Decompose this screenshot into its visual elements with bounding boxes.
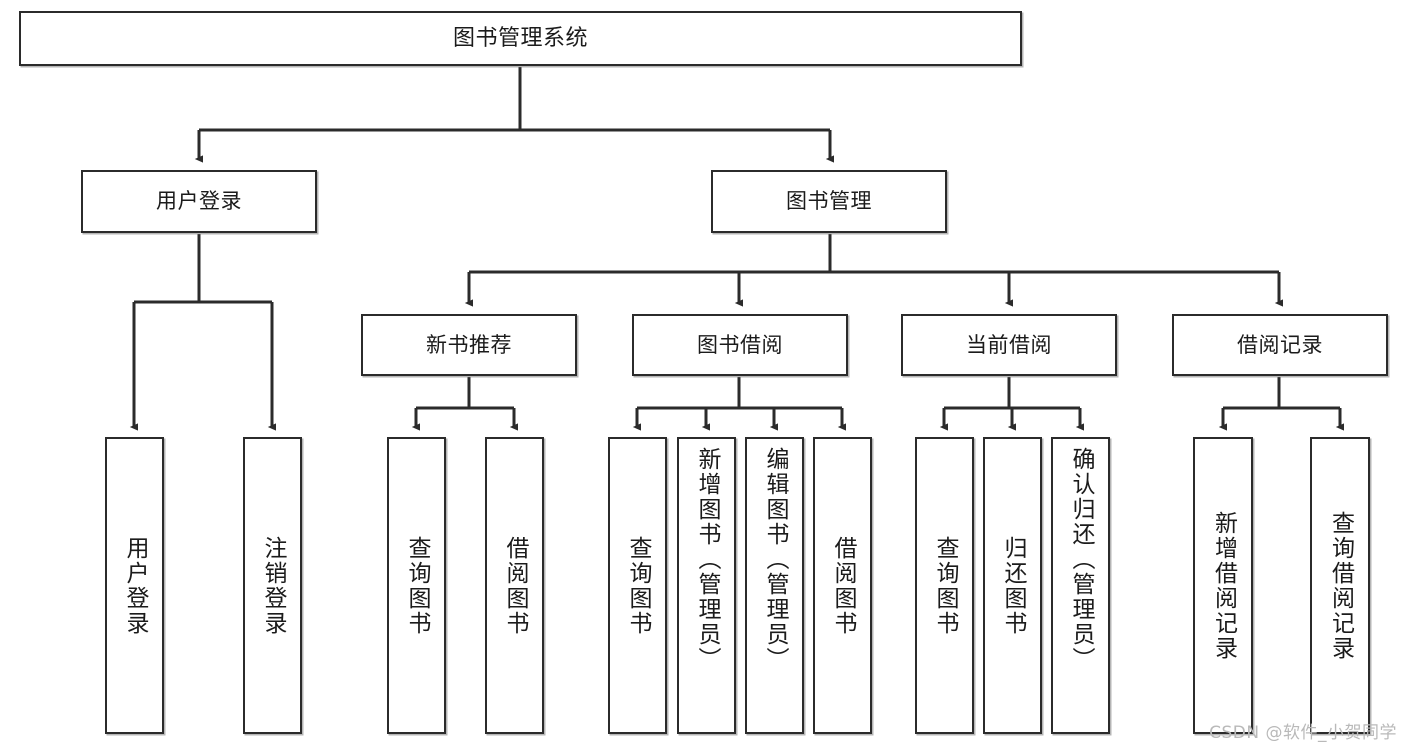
node-user-login-label: 用户登录	[156, 189, 242, 214]
leaf-edit-book[interactable]: 编辑图书（管理员）	[745, 437, 804, 734]
node-book-manage[interactable]: 图书管理	[711, 170, 947, 233]
leaf-user-login[interactable]: 用户登录	[105, 437, 164, 734]
node-book-borrow[interactable]: 图书借阅	[632, 314, 848, 376]
leaf-query-record-label: 查询借阅记录	[1327, 510, 1354, 661]
leaf-borrow-book-1[interactable]: 借阅图书	[485, 437, 544, 734]
leaf-confirm-return[interactable]: 确认归还（管理员）	[1051, 437, 1110, 734]
leaf-add-book[interactable]: 新增图书（管理员）	[677, 437, 736, 734]
leaf-add-record[interactable]: 新增借阅记录	[1193, 437, 1253, 734]
leaf-confirm-return-label: 确认归还（管理员）	[1068, 447, 1094, 672]
leaf-logout-login-label: 注销登录	[260, 535, 286, 636]
node-book-borrow-label: 图书借阅	[697, 332, 783, 357]
node-current-borrow[interactable]: 当前借阅	[901, 314, 1117, 376]
leaf-add-book-label: 新增图书（管理员）	[694, 447, 720, 672]
node-new-book-recommend-label: 新书推荐	[426, 332, 512, 357]
leaf-return-book-label: 归还图书	[1000, 535, 1026, 636]
leaf-return-book[interactable]: 归还图书	[983, 437, 1042, 734]
node-root[interactable]: 图书管理系统	[19, 11, 1022, 66]
leaf-query-record[interactable]: 查询借阅记录	[1310, 437, 1370, 734]
node-current-borrow-label: 当前借阅	[966, 332, 1052, 357]
leaf-query-book-2[interactable]: 查询图书	[608, 437, 667, 734]
node-borrow-record[interactable]: 借阅记录	[1172, 314, 1388, 376]
leaf-borrow-book-2-label: 借阅图书	[830, 535, 856, 636]
node-user-login[interactable]: 用户登录	[81, 170, 317, 233]
node-borrow-record-label: 借阅记录	[1237, 332, 1323, 357]
leaf-query-book-3-label: 查询图书	[932, 535, 958, 636]
leaf-query-book-2-label: 查询图书	[625, 535, 651, 636]
leaf-query-book-1[interactable]: 查询图书	[387, 437, 446, 734]
leaf-edit-book-label: 编辑图书（管理员）	[762, 447, 788, 672]
leaf-add-record-label: 新增借阅记录	[1210, 510, 1237, 661]
node-root-label: 图书管理系统	[452, 25, 588, 51]
leaf-borrow-book-2[interactable]: 借阅图书	[813, 437, 872, 734]
csdn-watermark: CSDN @软件_小贺同学	[1209, 723, 1397, 743]
leaf-query-book-1-label: 查询图书	[404, 535, 430, 636]
leaf-borrow-book-1-label: 借阅图书	[502, 535, 528, 636]
leaf-query-book-3[interactable]: 查询图书	[915, 437, 974, 734]
leaf-logout-login[interactable]: 注销登录	[243, 437, 302, 734]
node-book-manage-label: 图书管理	[786, 189, 872, 214]
node-new-book-recommend[interactable]: 新书推荐	[361, 314, 577, 376]
leaf-user-login-label: 用户登录	[122, 535, 148, 636]
